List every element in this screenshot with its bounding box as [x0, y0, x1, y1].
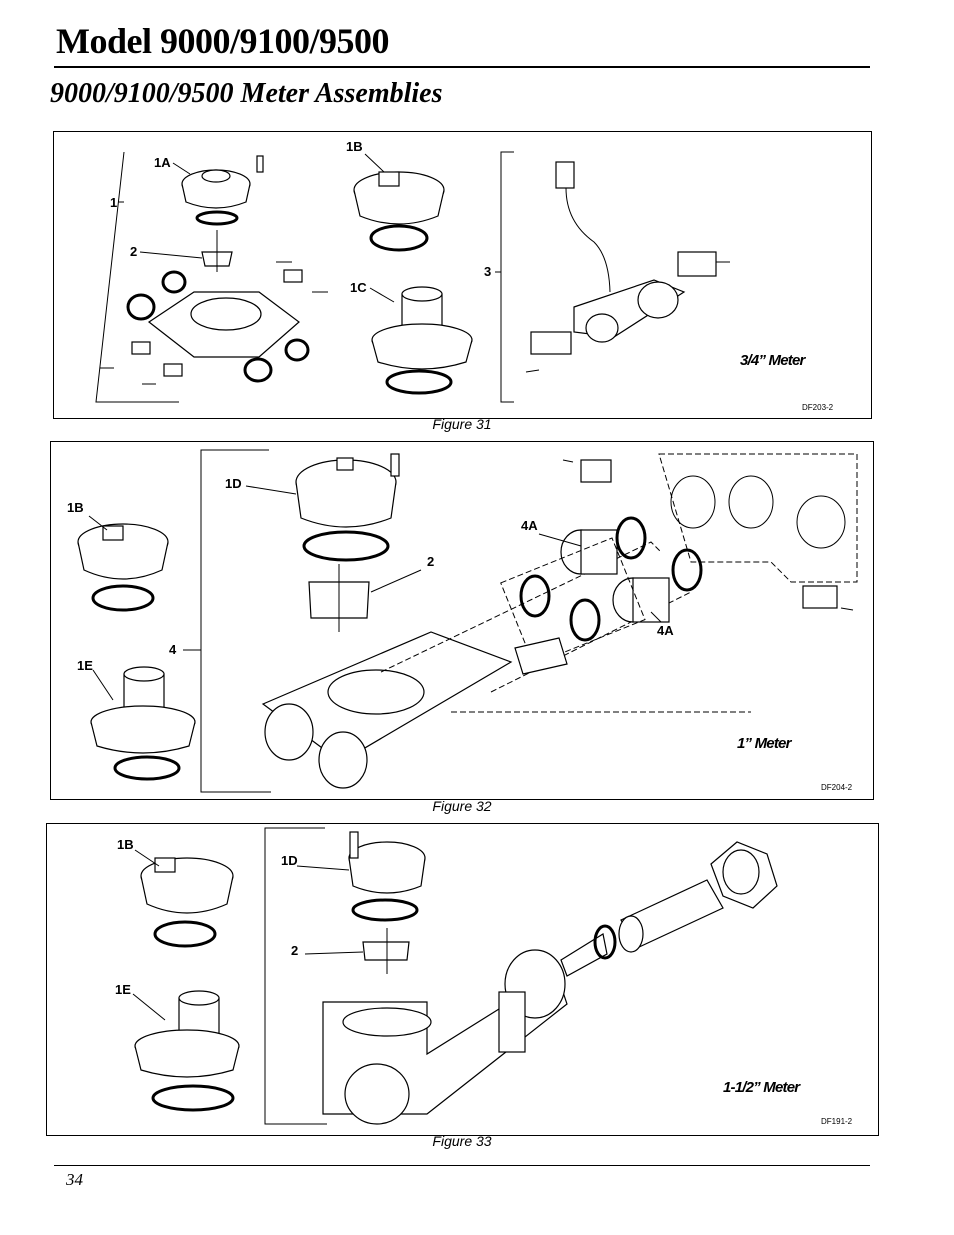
page-number: 34 [66, 1170, 83, 1189]
callout-4: 4 [169, 642, 177, 657]
figure-33-labels: 1B 1E 1D 2 1-1/2” Meter DF191-2 [115, 837, 853, 1126]
figure-32-drawing [77, 449, 858, 793]
callout-1b: 1B [346, 139, 363, 154]
figure-31-panel: 1A 1 2 1B 1C 3 3/4” Meter DF203-2 [53, 131, 872, 419]
drawing-code: DF203-2 [802, 403, 834, 412]
callout-2: 2 [130, 244, 137, 259]
callout-1e: 1E [115, 982, 131, 997]
callout-3: 3 [484, 264, 491, 279]
callout-4a-lower: 4A [657, 623, 674, 638]
callout-2: 2 [291, 943, 298, 958]
figure-31-labels: 1A 1 2 1B 1C 3 3/4” Meter DF203-2 [110, 139, 834, 412]
callout-1b: 1B [67, 500, 84, 515]
figure-32-labels: 1B 1E 4 1D 2 4A 4A 1” Meter DF204-2 [67, 476, 853, 792]
drawing-code: DF191-2 [821, 1117, 853, 1126]
callout-1: 1 [110, 195, 117, 210]
title-rule [54, 66, 870, 68]
figure-31-drawing [95, 151, 730, 403]
callout-1b: 1B [117, 837, 134, 852]
callout-4a-upper: 4A [521, 518, 538, 533]
figure-33-caption: Figure 33 [432, 1133, 492, 1149]
callout-1e: 1E [77, 658, 93, 673]
page-title: Model 9000/9100/9500 [56, 21, 389, 61]
figure-32-caption: Figure 32 [432, 798, 492, 814]
callout-1d: 1D [225, 476, 242, 491]
meter-size-label: 3/4” Meter [740, 352, 806, 369]
callout-1a: 1A [154, 155, 171, 170]
callout-2: 2 [427, 554, 434, 569]
figure-33-panel: 1B 1E 1D 2 1-1/2” Meter DF191-2 [46, 823, 879, 1136]
drawing-code: DF204-2 [821, 783, 853, 792]
section-heading: 9000/9100/9500 Meter Assemblies [50, 78, 443, 109]
meter-size-label: 1-1/2” Meter [723, 1079, 801, 1096]
figure-33-drawing [132, 827, 778, 1125]
callout-1c: 1C [350, 280, 367, 295]
figure-31-caption: Figure 31 [432, 416, 492, 432]
figure-32-panel: 1B 1E 4 1D 2 4A 4A 1” Meter DF204-2 [50, 441, 874, 800]
footer-rule [54, 1165, 870, 1166]
meter-size-label: 1” Meter [737, 735, 793, 752]
callout-1d: 1D [281, 853, 298, 868]
